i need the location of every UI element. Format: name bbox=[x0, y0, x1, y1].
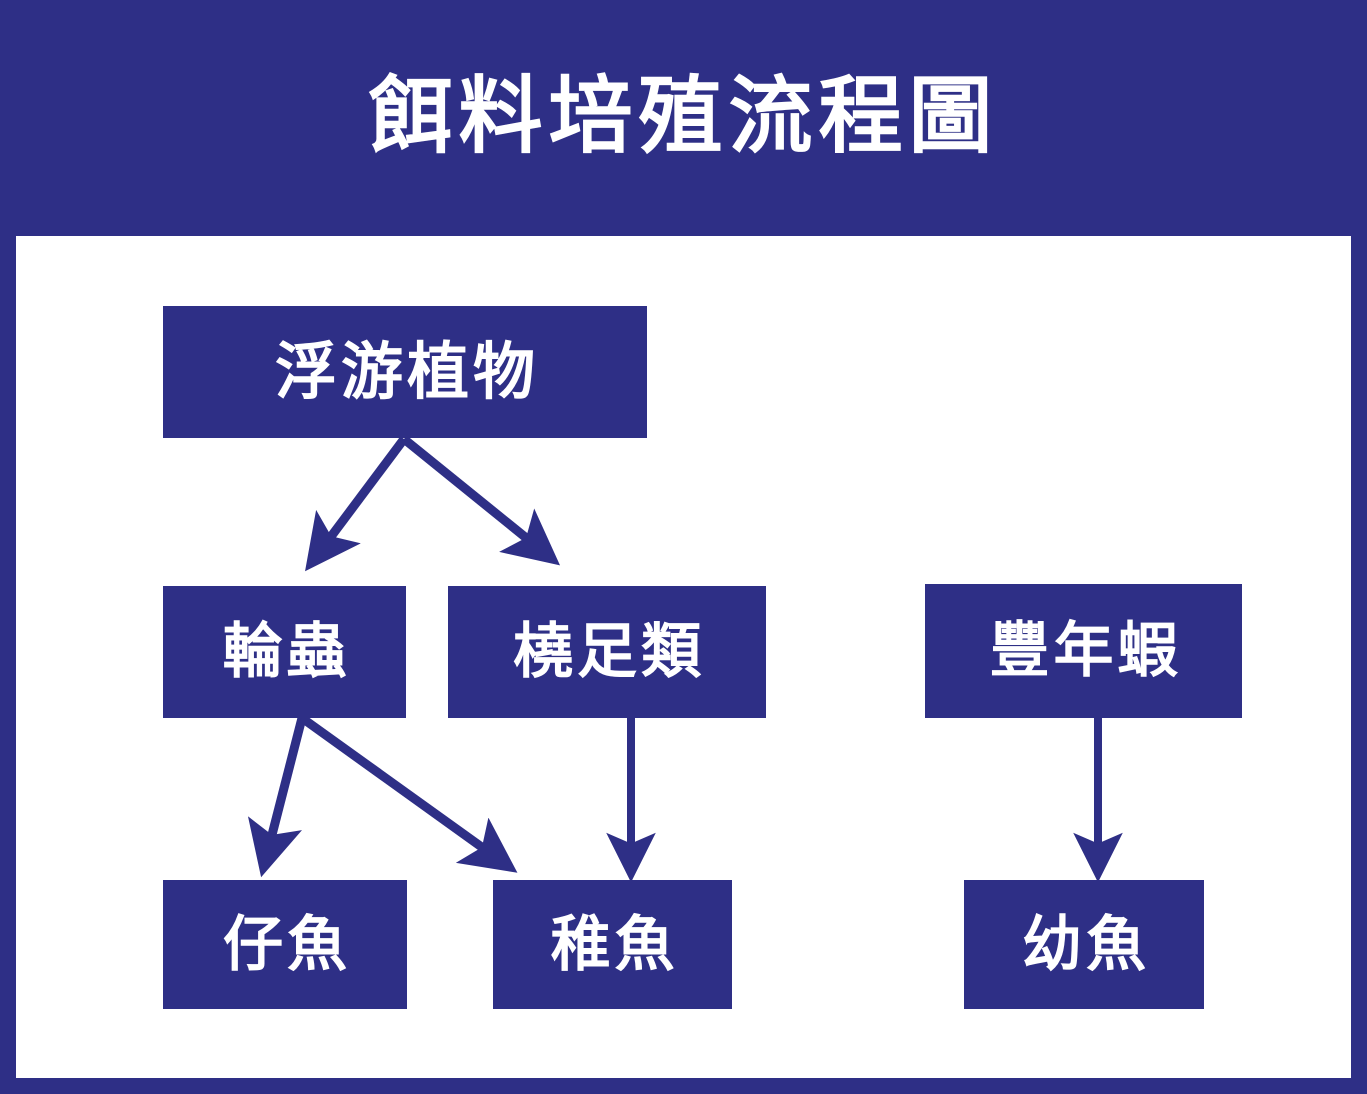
node-juvenile-fish[interactable]: 稚魚 bbox=[493, 880, 732, 1009]
edge-phytoplankton-to-copepod bbox=[401, 435, 561, 566]
node-brine-shrimp[interactable]: 豐年蝦 bbox=[925, 584, 1242, 718]
node-young-fish[interactable]: 幼魚 bbox=[964, 880, 1204, 1009]
node-rotifer-label: 輪蟲 bbox=[222, 617, 351, 687]
node-phytoplankton[interactable]: 浮游植物 bbox=[163, 306, 647, 438]
node-young-fish-label: 幼魚 bbox=[1022, 909, 1150, 980]
node-juvenile-fish-label: 稚魚 bbox=[550, 909, 679, 980]
node-larval-fish[interactable]: 仔魚 bbox=[163, 880, 407, 1009]
edge-phytoplankton-to-rotifer bbox=[305, 436, 408, 572]
node-brine-shrimp-label: 豐年蝦 bbox=[989, 616, 1182, 686]
node-copepod[interactable]: 橈足類 bbox=[448, 586, 766, 718]
header-banner: 餌料培殖流程圖 bbox=[0, 0, 1367, 232]
edge-rotifer-to-juvenile-fish bbox=[299, 714, 518, 873]
edge-rotifer-to-larval-fish bbox=[247, 716, 307, 878]
diagram-canvas: 浮游植物 輪蟲 橈足類 豐年蝦 仔魚 稚魚 幼魚 bbox=[12, 232, 1355, 1082]
node-rotifer[interactable]: 輪蟲 bbox=[163, 586, 406, 718]
page-title: 餌料培殖流程圖 bbox=[368, 67, 999, 165]
node-copepod-label: 橈足類 bbox=[513, 617, 705, 687]
node-phytoplankton-label: 浮游植物 bbox=[274, 335, 539, 408]
diagram-stage: 浮游植物 輪蟲 橈足類 豐年蝦 仔魚 稚魚 幼魚 bbox=[16, 236, 1359, 1086]
node-larval-fish-label: 仔魚 bbox=[223, 909, 351, 980]
